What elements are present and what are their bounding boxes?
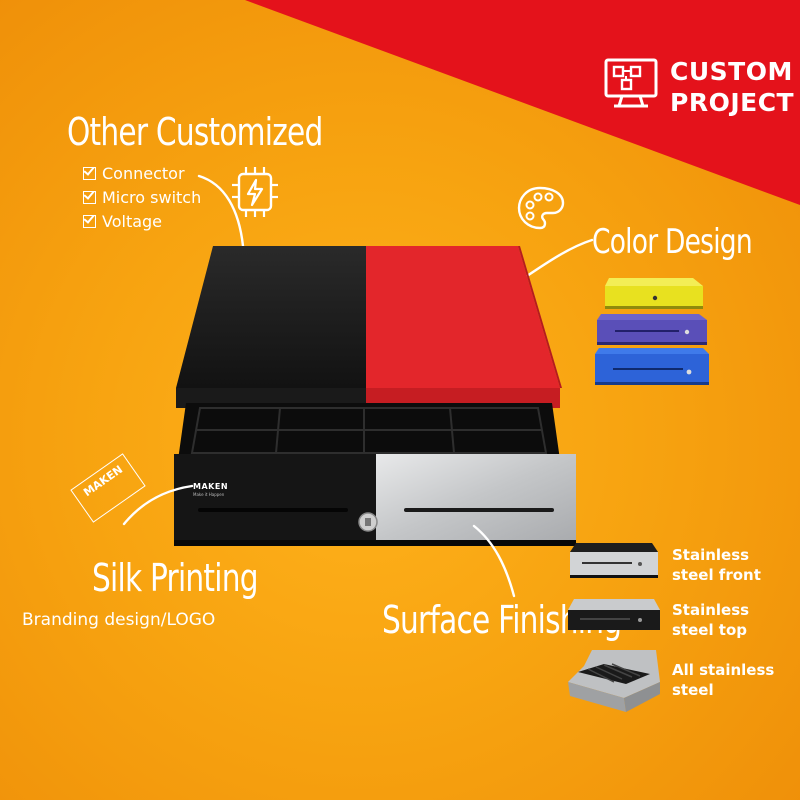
other-customized-pointer (197, 174, 245, 248)
drawer-tray (178, 403, 560, 460)
black-front-panel (174, 454, 376, 542)
chip-bolt-icon (232, 167, 278, 217)
surface-finishing-pointer (472, 524, 516, 598)
option-label-steel-front: Stainless steel front (672, 546, 761, 584)
color-drawer-stack (595, 278, 709, 385)
yellow-drawer (605, 278, 703, 309)
badge-line-2: PROJECT (670, 88, 795, 117)
list-item: Voltage (83, 210, 201, 234)
product-brand: MAKEN (193, 482, 229, 491)
cash-drawer-product (174, 246, 576, 546)
other-customized-title: Other Customized (67, 110, 323, 154)
silk-printing-title: Silk Printing (92, 556, 259, 600)
check-icon (83, 191, 96, 204)
red-top-panel (366, 246, 560, 388)
silk-printing-pointer (122, 484, 194, 526)
color-design-title: Color Design (592, 222, 753, 262)
blue-drawer (595, 348, 709, 385)
option-thumb-steel-front (570, 543, 658, 578)
purple-drawer (597, 314, 707, 345)
product-tagline: Make it Happen (193, 492, 225, 497)
list-item: Connector (83, 162, 201, 186)
silk-printing-subtitle: Branding design/LOGO (22, 610, 216, 630)
option-thumb-steel-top (568, 599, 660, 630)
check-icon (83, 215, 96, 228)
list-item: Micro switch (83, 186, 201, 210)
black-top-panel (176, 246, 366, 388)
option-label-all-steel: All stainless steel (672, 661, 775, 699)
option-label-steel-top: Stainless steel top (672, 601, 750, 639)
custom-project-label: CUSTOM PROJECT (670, 56, 794, 118)
option-thumb-all-steel (568, 650, 660, 712)
check-icon (83, 167, 96, 180)
other-customized-list: Connector Micro switch Voltage (83, 162, 201, 234)
custom-project-badge (604, 58, 658, 112)
badge-line-1: CUSTOM (670, 57, 793, 86)
monitor-icon (604, 58, 658, 108)
palette-icon (517, 186, 565, 230)
